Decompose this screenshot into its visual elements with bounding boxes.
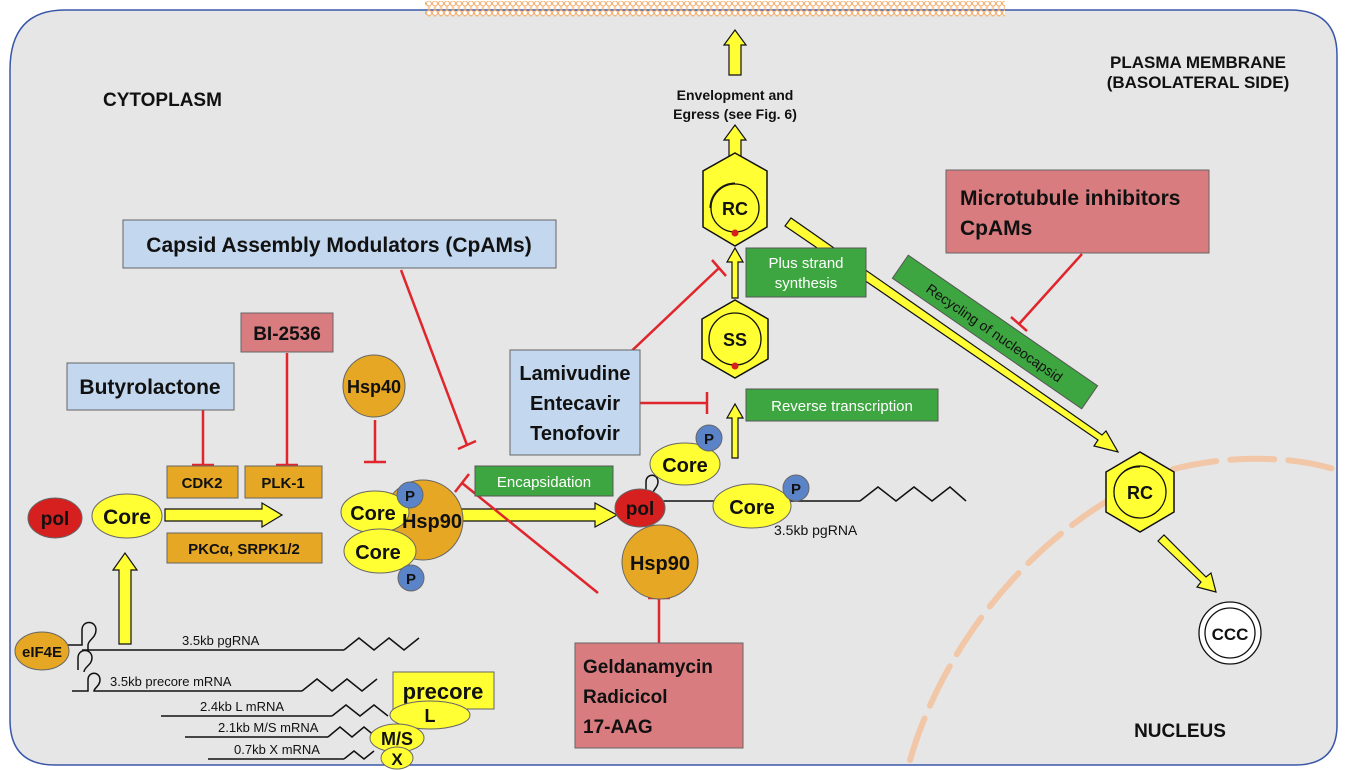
svg-text:Radicicol: Radicicol — [583, 687, 667, 708]
svg-text:Core: Core — [729, 497, 775, 519]
svg-text:Tenofovir: Tenofovir — [530, 423, 620, 445]
svg-text:P: P — [406, 571, 416, 588]
cdk2-box: CDK2 — [166, 465, 239, 499]
svg-text:Butyrolactone: Butyrolactone — [79, 376, 220, 399]
egress-line1: Envelopment and — [677, 87, 794, 103]
svg-text:precore: precore — [403, 679, 484, 704]
encapsidation-box: Encapsidation — [474, 465, 614, 497]
core-lower-right: Core P — [712, 474, 810, 529]
inhibition-lines — [192, 253, 1083, 643]
protein-l: L — [389, 700, 471, 730]
svg-text:Hsp90: Hsp90 — [630, 553, 690, 575]
arrow-to-ccc — [1157, 534, 1217, 593]
eif4e-molecule: eIF4E — [14, 631, 70, 671]
svg-text:Capsid Assembly Modulators (Cp: Capsid Assembly Modulators (CpAMs) — [146, 234, 531, 257]
svg-text:Core: Core — [103, 506, 151, 529]
arrow-phospho — [164, 501, 284, 529]
svg-text:Entecavir: Entecavir — [530, 393, 620, 415]
precore-mrna-label: 3.5kb precore mRNA — [110, 674, 232, 689]
svg-text:17-AAG: 17-AAG — [583, 717, 653, 738]
cpams-box: Capsid Assembly Modulators (CpAMs) — [122, 219, 557, 269]
ms-mrna-label: 2.1kb M/S mRNA — [218, 720, 319, 735]
svg-text:P: P — [704, 431, 714, 448]
svg-text:Microtubule inhibitors: Microtubule inhibitors — [960, 187, 1181, 210]
pol-left: pol — [27, 497, 83, 539]
svg-text:CDK2: CDK2 — [182, 475, 223, 492]
arrow-egress — [722, 28, 748, 76]
egress-line2: Egress (see Fig. 6) — [673, 106, 797, 122]
cytoplasm-label: CYTOPLASM — [103, 90, 222, 111]
svg-text:PKCα, SRPK1/2: PKCα, SRPK1/2 — [188, 541, 300, 558]
svg-text:Core: Core — [662, 455, 708, 477]
butyrolactone-box: Butyrolactone — [66, 362, 235, 411]
nucleus-label: NUCLEUS — [1134, 721, 1226, 742]
svg-text:eIF4E: eIF4E — [22, 644, 62, 661]
svg-text:Plus strand: Plus strand — [768, 255, 843, 272]
arrow-core-to-ss — [725, 402, 745, 459]
reverse-transcription-box: Reverse transcription — [745, 388, 939, 422]
arrow-ss-to-rc — [725, 246, 745, 299]
svg-text:P: P — [791, 481, 801, 498]
protein-x: X — [380, 746, 414, 770]
svg-text:SS: SS — [723, 330, 747, 350]
svg-text:Core: Core — [355, 542, 401, 564]
svg-text:synthesis: synthesis — [775, 275, 838, 292]
svg-text:Reverse transcription: Reverse transcription — [771, 398, 913, 415]
bi2536-box: BI-2536 — [240, 312, 334, 353]
x-mrna-label: 0.7kb X mRNA — [234, 742, 320, 757]
protein-ms: M/S — [369, 723, 425, 753]
basolateral-label: (BASOLATERAL SIDE) — [1107, 73, 1290, 92]
svg-text:X: X — [391, 750, 403, 769]
plk1-box: PLK-1 — [244, 465, 323, 499]
hsp40-molecule: Hsp40 — [342, 354, 406, 418]
pol-right: pol — [614, 488, 666, 528]
svg-text:P: P — [405, 488, 415, 505]
svg-text:PLK-1: PLK-1 — [261, 475, 304, 492]
svg-text:Hsp40: Hsp40 — [347, 377, 401, 397]
pgrna-right-label: 3.5kb pgRNA — [774, 522, 858, 538]
svg-text:M/S: M/S — [381, 729, 413, 749]
plus-strand-box: Plus strand synthesis — [745, 247, 867, 298]
rc-capsid-upper: RC — [702, 152, 768, 247]
svg-text:RC: RC — [722, 199, 748, 219]
svg-text:RC: RC — [1127, 483, 1153, 503]
arrow-encapsidation — [455, 501, 619, 529]
svg-text:pol: pol — [626, 499, 655, 520]
core-upper-right: Core P — [649, 424, 723, 486]
svg-text:CCC: CCC — [1212, 625, 1249, 644]
hsp90-core-complex: Hsp90 Core Core P P — [340, 479, 464, 592]
svg-text:L: L — [425, 706, 436, 726]
cccdna: CCC — [1198, 601, 1262, 665]
svg-text:Encapsidation: Encapsidation — [497, 474, 591, 491]
nucleoside-analogs-box: Lamivudine Entecavir Tenofovir — [509, 349, 641, 456]
core-left: Core — [91, 493, 163, 539]
l-mrna-label: 2.4kb L mRNA — [200, 699, 284, 714]
arrow-translation — [111, 551, 139, 645]
rc-capsid-nuclear: RC — [1105, 451, 1175, 533]
pkc-srpk-box: PKCα, SRPK1/2 — [166, 532, 323, 564]
svg-text:Hsp90: Hsp90 — [402, 511, 462, 533]
ss-capsid: SS — [701, 299, 769, 379]
svg-text:Core: Core — [350, 503, 396, 525]
hsp90-right: Hsp90 — [621, 524, 699, 600]
svg-text:CpAMs: CpAMs — [960, 217, 1032, 240]
pgrna-label: 3.5kb pgRNA — [182, 633, 260, 648]
plasma-membrane-label: PLASMA MEMBRANE — [1110, 53, 1286, 72]
svg-text:Lamivudine: Lamivudine — [519, 363, 630, 385]
microtubule-inhibitors-box: Microtubule inhibitors CpAMs — [945, 169, 1210, 254]
svg-text:pol: pol — [41, 509, 70, 530]
svg-text:BI-2536: BI-2536 — [253, 324, 321, 345]
hsp90-inhibitors-box: Geldanamycin Radicicol 17-AAG — [574, 642, 744, 749]
plasma-membrane — [425, 1, 1005, 17]
svg-text:Geldanamycin: Geldanamycin — [583, 657, 713, 678]
